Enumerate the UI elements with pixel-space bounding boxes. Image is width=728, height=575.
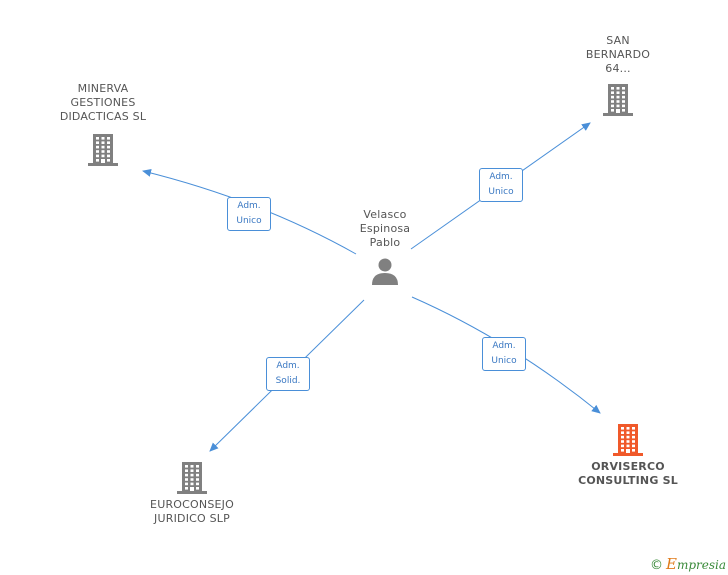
edge-label-minerva: Adm.Unico bbox=[227, 197, 271, 231]
company-node-orviserco[interactable]: ORVISERCO CONSULTING SL bbox=[568, 422, 688, 488]
building-icon bbox=[177, 462, 207, 494]
building-icon bbox=[603, 84, 633, 116]
person-icon bbox=[372, 258, 398, 285]
company-name: SAN BERNARDO 64... bbox=[585, 34, 651, 75]
edge-label-san-bernardo: Adm.Unico bbox=[479, 168, 523, 202]
copyright-symbol: © bbox=[649, 558, 663, 573]
edge-label-euroconsejo: Adm.Solid. bbox=[266, 357, 310, 391]
company-name: EUROCONSEJO JURIDICO SLP bbox=[150, 498, 234, 525]
company-node-euroconsejo[interactable]: EUROCONSEJO JURIDICO SLP bbox=[136, 460, 248, 526]
brand-logo-text: mpresia bbox=[676, 558, 726, 572]
building-icon bbox=[88, 134, 118, 166]
edge-label-orviserco: Adm.Unico bbox=[482, 337, 526, 371]
company-name: MINERVA GESTIONES DIDACTICAS SL bbox=[59, 82, 147, 123]
person-name: Velasco Espinosa Pablo bbox=[359, 208, 411, 249]
company-node-minerva[interactable]: MINERVA GESTIONES DIDACTICAS SL bbox=[48, 82, 158, 166]
empresia-brand: ©Empresia bbox=[650, 555, 726, 573]
brand-logo-initial: E bbox=[665, 555, 677, 573]
company-node-san-bernardo[interactable]: SAN BERNARDO 64... bbox=[568, 34, 668, 116]
person-node-velasco-espinosa-pablo[interactable]: Velasco Espinosa Pablo bbox=[340, 208, 430, 286]
building-icon bbox=[613, 424, 643, 456]
company-name: ORVISERCO CONSULTING SL bbox=[578, 460, 678, 487]
